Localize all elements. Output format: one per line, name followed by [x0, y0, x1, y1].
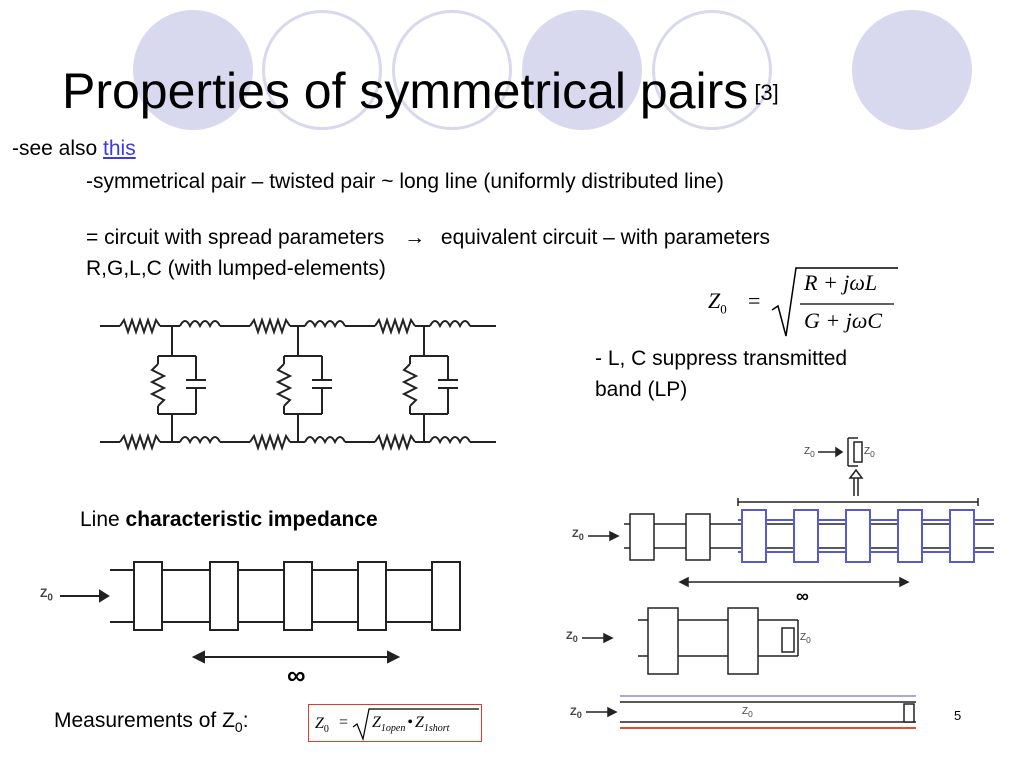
circuit-text-a: = circuit with spread parameters	[86, 226, 385, 249]
long-line-diagram	[586, 695, 916, 729]
formula-numerator: R + jωL	[804, 270, 878, 295]
z0-label-long: Z0	[742, 706, 753, 719]
formula-lhs: Z0	[708, 288, 727, 317]
char-impedance-prefix: Line	[80, 508, 126, 531]
infinity-label-left: ∞	[287, 660, 306, 690]
formula-denominator: G + jωC	[804, 308, 883, 333]
measurement-formula-box: Z0 = Z1open•Z1short	[308, 704, 482, 742]
decor-circle-5	[652, 10, 772, 130]
lc-note-line1: - L, C suppress transmitted	[595, 347, 848, 370]
char-impedance-label: Line characteristic impedance	[80, 507, 378, 533]
circuit-line: = circuit with spread parameters → equiv…	[86, 225, 770, 251]
see-also-line: -see also this	[12, 136, 136, 162]
z0-label-probe-right: Z0	[864, 446, 875, 459]
z0-label-right2: Z0	[566, 630, 578, 645]
line-with-section-diagram	[588, 498, 994, 588]
infinity-label-right: ∞	[796, 586, 809, 606]
decor-circle-2	[262, 10, 382, 130]
z0-label-term: Z0	[800, 632, 811, 645]
measure-terms: Z1open•Z1short	[372, 714, 450, 735]
z0-label-right1: Z0	[572, 528, 584, 543]
z0-label-left: Z0	[40, 586, 53, 604]
rglc-line: R,G,L,C (with lumped-elements)	[86, 257, 386, 280]
decor-circle-3	[392, 10, 512, 130]
decor-circle-4	[522, 10, 642, 130]
terminated-line-diagram	[582, 607, 799, 675]
see-also-prefix: -see also	[12, 137, 104, 160]
char-impedance-bold: characteristic impedance	[125, 508, 378, 531]
right-arrow-icon: →	[404, 226, 426, 249]
probe-diagram	[818, 437, 864, 496]
symmetrical-pair-line: -symmetrical pair – twisted pair ~ long …	[86, 170, 724, 193]
measure-sqrt-sign	[352, 708, 479, 742]
z0-label-probe: Z0	[804, 446, 815, 459]
decor-circle-6	[852, 10, 972, 130]
impedance-formula: Z0 = R + jωL G + jωC	[708, 266, 904, 342]
measure-lhs: Z0	[315, 715, 329, 736]
slide-title-text: Properties of symmetrical pairs	[62, 63, 749, 119]
lumped-circuit-diagram	[100, 316, 496, 452]
z0-label-right3: Z0	[570, 706, 582, 721]
circuit-text-b: equivalent circuit – with parameters	[440, 226, 771, 249]
title-reference: [3]	[754, 80, 779, 105]
measurements-label: Measurements of Z0:	[54, 709, 249, 736]
see-also-link[interactable]: this	[103, 137, 136, 160]
lc-note-line2: band (LP)	[595, 378, 688, 401]
page-number: 5	[954, 708, 962, 723]
infinite-line-diagram	[60, 561, 461, 664]
slide-title: Properties of symmetrical pairs[3]	[62, 66, 779, 116]
sqrt-sign	[771, 267, 898, 337]
decor-circle-1	[133, 10, 253, 130]
measure-equals: =	[339, 714, 349, 731]
formula-equals: =	[748, 288, 761, 313]
